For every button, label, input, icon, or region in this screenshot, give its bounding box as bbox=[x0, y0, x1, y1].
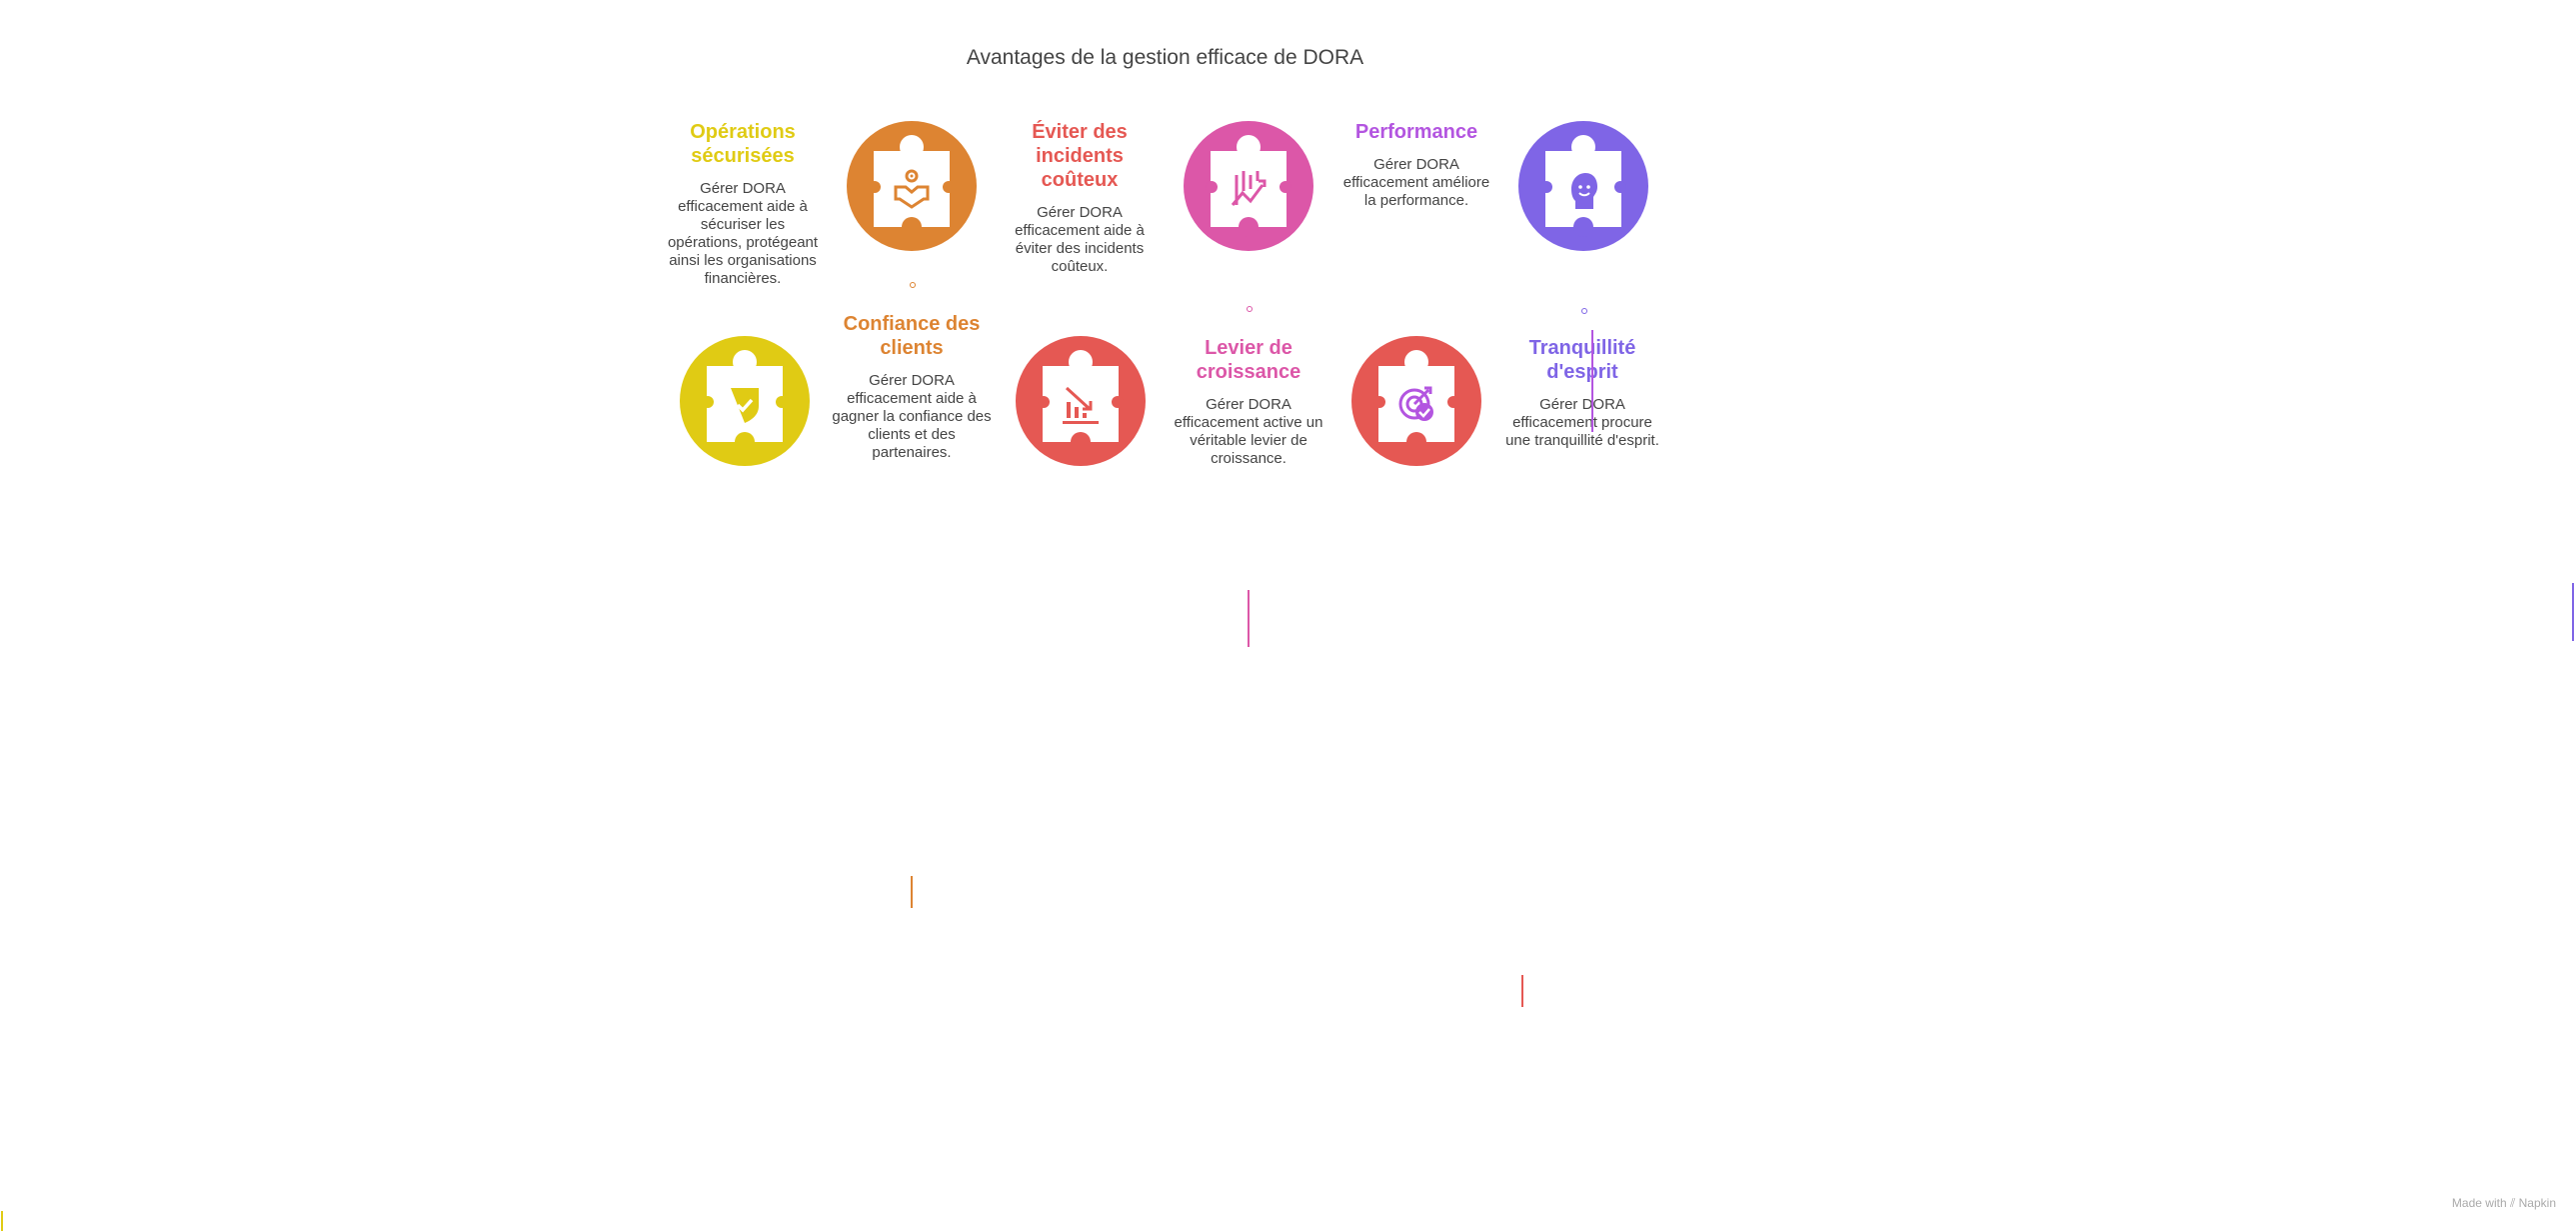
connector-line bbox=[1248, 590, 1250, 647]
puzzle-circle bbox=[1518, 121, 1648, 251]
benefit-growth: Levier de croissance Gérer DORA efficace… bbox=[1169, 336, 1328, 468]
puzzle-notch bbox=[869, 181, 881, 193]
puzzle-circle bbox=[1016, 336, 1146, 466]
puzzle-notch bbox=[1239, 217, 1259, 237]
benefit-heading: Éviter des incidents coûteux bbox=[1032, 121, 1128, 191]
puzzle-piece bbox=[1043, 366, 1119, 442]
puzzle-notch bbox=[1540, 181, 1552, 193]
connector-line bbox=[1591, 330, 1593, 432]
diagram-title: Avantages de la gestion efficace de DORA bbox=[966, 46, 1364, 69]
puzzle-notch bbox=[1447, 396, 1459, 408]
puzzle-knob bbox=[1237, 135, 1261, 159]
puzzle-knob bbox=[1069, 350, 1093, 374]
puzzle-notch bbox=[1071, 432, 1091, 452]
puzzle-circle bbox=[1184, 121, 1313, 251]
puzzle-piece bbox=[874, 151, 950, 227]
connector-dot bbox=[1247, 306, 1253, 312]
puzzle-knob bbox=[1404, 350, 1428, 374]
connector-dot bbox=[1581, 308, 1587, 314]
puzzle-notch bbox=[735, 432, 755, 452]
benefit-body: Gérer DORA efficacement aide à sécuriser… bbox=[667, 180, 819, 287]
connector-line bbox=[911, 876, 913, 908]
benefit-heading: Opérations sécurisées bbox=[690, 121, 796, 167]
connector-line bbox=[1521, 975, 1523, 1007]
puzzle-circle bbox=[680, 336, 810, 466]
puzzle-knob bbox=[733, 350, 757, 374]
puzzle-circle bbox=[847, 121, 977, 251]
smiling-head-icon bbox=[1571, 173, 1597, 209]
puzzle-notch bbox=[1406, 432, 1426, 452]
benefit-heading: Confiance des clients bbox=[843, 313, 981, 359]
benefit-body: Gérer DORA efficacement active un vérita… bbox=[1174, 396, 1323, 467]
chart-decline-icon bbox=[1063, 386, 1099, 424]
puzzle-notch bbox=[902, 217, 922, 237]
puzzle-circle bbox=[1351, 336, 1481, 466]
handshake-eye-icon bbox=[894, 169, 930, 209]
puzzle-notch bbox=[943, 181, 955, 193]
benefit-operations: Opérations sécurisées Gérer DORA efficac… bbox=[663, 120, 823, 288]
benefit-body: Gérer DORA efficacement aide à éviter de… bbox=[1015, 204, 1145, 275]
target-check-icon bbox=[1398, 386, 1433, 421]
benefit-body: Gérer DORA efficacement procure une tran… bbox=[1505, 396, 1659, 449]
shield-check-icon bbox=[731, 388, 759, 423]
puzzle-knob bbox=[900, 135, 924, 159]
benefit-trust: Confiance des clients Gérer DORA efficac… bbox=[832, 312, 992, 462]
connector-line bbox=[1, 1211, 3, 1231]
benefit-incidents: Éviter des incidents coûteux Gérer DORA … bbox=[1000, 120, 1160, 276]
benefit-body: Gérer DORA efficacement améliore la perf… bbox=[1342, 156, 1490, 209]
puzzle-notch bbox=[1206, 181, 1218, 193]
puzzle-notch bbox=[1280, 181, 1291, 193]
chart-growth-icon bbox=[1231, 171, 1267, 206]
napkin-credit: Made with ⫽ Napkin bbox=[2451, 1196, 2556, 1210]
puzzle-notch bbox=[1038, 396, 1050, 408]
connector-line bbox=[2572, 583, 2574, 641]
benefit-performance: Performance Gérer DORA efficacement amél… bbox=[1336, 120, 1496, 210]
puzzle-piece bbox=[1211, 151, 1287, 227]
puzzle-notch bbox=[776, 396, 788, 408]
puzzle-notch bbox=[1373, 396, 1385, 408]
connector-dot bbox=[910, 282, 916, 288]
benefit-heading: Levier de croissance bbox=[1196, 337, 1301, 383]
puzzle-notch bbox=[1573, 217, 1593, 237]
benefit-heading: Tranquillité d'esprit bbox=[1528, 337, 1636, 383]
benefit-heading: Performance bbox=[1354, 121, 1478, 143]
benefit-body: Gérer DORA efficacement aide à gagner la… bbox=[832, 372, 992, 461]
puzzle-notch bbox=[702, 396, 714, 408]
puzzle-notch bbox=[1614, 181, 1626, 193]
benefit-peace: Tranquillité d'esprit Gérer DORA efficac… bbox=[1502, 336, 1662, 450]
puzzle-knob bbox=[1571, 135, 1595, 159]
puzzle-notch bbox=[1112, 396, 1124, 408]
